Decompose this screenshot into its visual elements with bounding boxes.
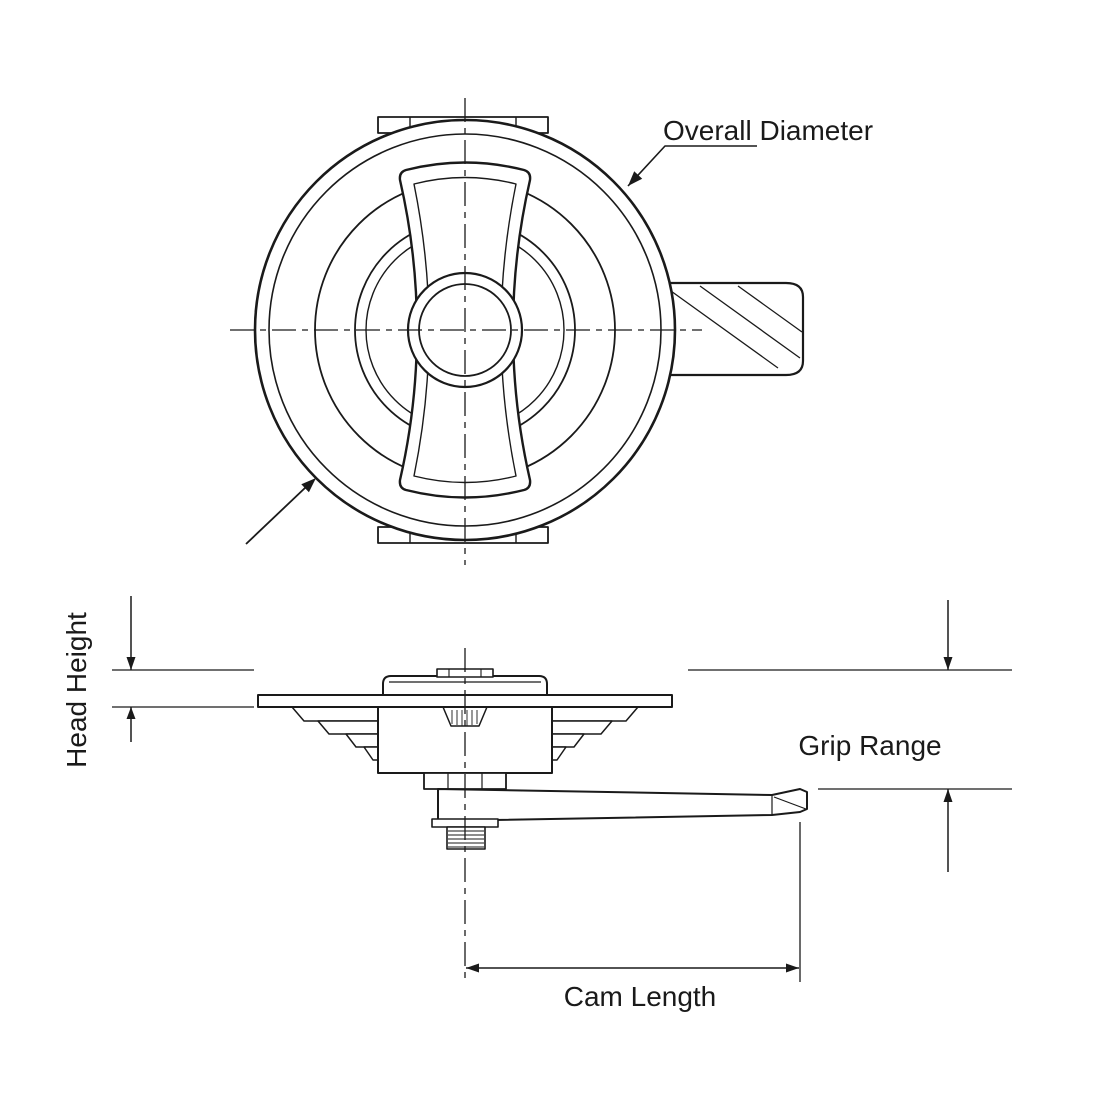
side-view: Head Height Grip Range Cam Length <box>61 596 1012 1012</box>
label-grip-range: Grip Range <box>798 730 941 761</box>
detail-pointer-line <box>245 486 307 545</box>
head-bump-ticks <box>448 669 482 677</box>
stud-outline <box>446 826 486 850</box>
overall-diameter-leader-line <box>627 145 757 187</box>
grip-range-dimension: Grip Range <box>688 600 1012 872</box>
cam-lever-tip-lines <box>771 795 807 815</box>
grip-range-arrowhead-top <box>943 657 953 670</box>
label-cam-length: Cam Length <box>564 981 717 1012</box>
stud-serrations <box>448 830 484 848</box>
head-height-dimension: Head Height <box>61 596 254 768</box>
head-block <box>382 675 548 696</box>
label-overall-diameter: Overall Diameter <box>663 115 873 146</box>
top-view: Overall Diameter <box>230 98 873 565</box>
grip-range-arrowhead-bottom <box>943 789 953 802</box>
cam-length-arrowhead-left <box>466 963 479 973</box>
nut-facet-lines <box>447 773 483 789</box>
head-height-arrowhead-bottom <box>126 707 136 719</box>
overall-diameter-arrowhead <box>628 171 643 186</box>
threaded-stud <box>446 826 486 850</box>
detail-pointer-arrow <box>245 478 316 545</box>
cam-length-dimension: Cam Length <box>466 822 801 1012</box>
cam-lever-outline <box>437 788 808 822</box>
cam-arm-hatch-lines <box>663 285 803 369</box>
label-head-height: Head Height <box>61 612 92 768</box>
spline-hatch <box>451 710 478 726</box>
cam-lever <box>437 788 808 822</box>
detail-pointer-arrowhead <box>301 478 316 493</box>
latch-head <box>382 668 548 696</box>
head-height-arrowhead-top <box>126 657 136 670</box>
cam-length-arrowhead-right <box>786 963 799 973</box>
overall-diameter-callout: Overall Diameter <box>627 115 873 187</box>
